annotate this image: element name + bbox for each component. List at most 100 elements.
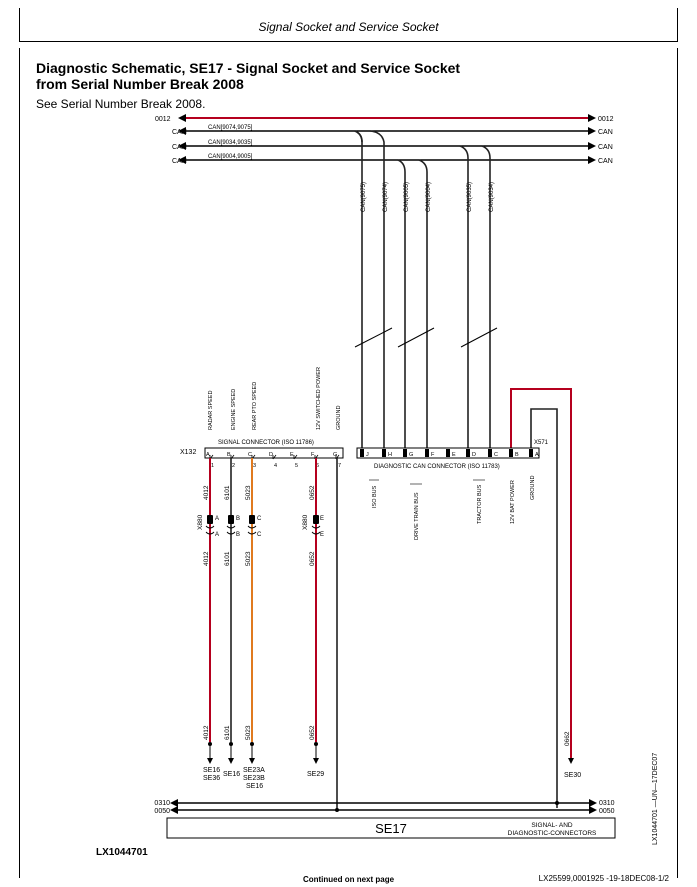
diag-label-ground: GROUND <box>530 476 536 500</box>
x132-pin-1: 1 <box>211 463 214 469</box>
dest-4012-2: SE36 <box>203 775 220 782</box>
can-wire-label-9005: CAN(9005) <box>404 182 410 212</box>
bus-0050-left: 0050 <box>154 808 170 815</box>
x571-pin-g: G <box>409 452 413 458</box>
can-wire-9034 <box>481 145 491 452</box>
x132-pin-4: 4 <box>274 463 277 469</box>
can-wire-9035 <box>459 145 469 452</box>
x880-pin-a-top: A <box>215 516 219 522</box>
diag-label-iso-bus: ISO BUS <box>372 485 378 508</box>
wire-label-0662-bottom: 0662 <box>564 731 571 746</box>
bus-can-3-left: CAN <box>172 158 187 165</box>
bus-can-1-left: CAN <box>172 129 187 136</box>
diagram-title: Diagnostic Schematic, SE17 - Signal Sock… <box>36 60 460 92</box>
header-rule-bottom <box>19 41 678 42</box>
side-reference: LX1044701 —UN—17DEC07 <box>652 752 659 845</box>
x132-body <box>204 447 344 459</box>
signal-label-engine: ENGINE SPEED <box>231 389 237 430</box>
bus-can-3-label: CAN[9004,9005] <box>208 154 253 160</box>
destination-labels: SE16 SE36 SE16 SE23A SE23B SE16 SE29 SE3… <box>203 767 581 790</box>
dest-0652: SE29 <box>307 771 324 778</box>
bus-0050: 0050 0050 <box>154 806 615 815</box>
wire-label-4012-a: 4012 <box>203 485 210 500</box>
x880-pin-b-bottom: B <box>236 532 240 538</box>
can-wire-9004 <box>418 159 428 452</box>
can-wire-label-9004: CAN(9004) <box>426 182 432 212</box>
x880-pin-c-top: C <box>257 516 262 522</box>
header-rule-right <box>677 8 678 42</box>
x880-label-right: X880 <box>302 514 309 530</box>
x880-label-left: X880 <box>197 514 204 530</box>
x571-pin-e: E <box>452 452 456 458</box>
document-reference: LX25599,0001925 -19-18DEC08-1/2 <box>538 874 669 883</box>
wire-label-5023-c: 5023 <box>245 725 252 740</box>
bus-0012-left-label: 0012 <box>155 116 171 123</box>
bus-0012-arrow-left <box>178 114 186 122</box>
x132-pin-7: 7 <box>338 463 341 469</box>
signal-wires <box>209 458 338 810</box>
block-se17-name: SE17 <box>375 821 407 836</box>
x571-label: X571 <box>534 440 549 446</box>
x132-pin-g: G <box>333 452 337 458</box>
bus-0310-right: 0310 <box>599 800 615 807</box>
x132-pin-d: D <box>269 452 273 458</box>
x571-pin-b: B <box>515 452 519 458</box>
x132-pin-f: F <box>311 452 315 458</box>
x571-pin-c: C <box>494 452 498 458</box>
dest-0662: SE30 <box>564 772 581 779</box>
x880-pin-b-top: B <box>236 516 240 522</box>
wire-label-6101-c: 6101 <box>224 725 231 740</box>
ground-junction-right <box>555 801 559 805</box>
block-se17-desc-1: SIGNAL- AND <box>531 822 572 829</box>
x880-pin-e-bottom: E <box>320 532 324 538</box>
wire-label-6101-a: 6101 <box>224 485 231 500</box>
dest-6101: SE16 <box>223 771 240 778</box>
x132-pin-a: A <box>206 452 210 458</box>
diagram-title-line2: from Serial Number Break 2008 <box>36 76 244 92</box>
bus-0012: 0012 0012 <box>155 114 614 123</box>
connector-x132: X132 SIGNAL CONNECTOR (ISO 11786) A B C … <box>180 440 344 469</box>
wire-label-5023-b: 5023 <box>245 551 252 566</box>
wire-label-0652-b: 0652 <box>309 551 316 566</box>
diagram-subtitle: See Serial Number Break 2008. <box>36 97 206 111</box>
block-se17: SE17 SIGNAL- AND DIAGNOSTIC-CONNECTORS <box>166 817 616 839</box>
x571-pin-h: H <box>388 452 392 458</box>
bus-can-3-right: CAN <box>598 158 613 165</box>
wire-label-0652-c: 0652 <box>309 725 316 740</box>
x132-title: SIGNAL CONNECTOR (ISO 11786) <box>218 440 314 446</box>
diag-label-drive-train: DRIVE TRAIN BUS <box>414 492 420 540</box>
dest-5023-1: SE23A <box>243 767 265 774</box>
can-wire-twist-marks <box>354 327 498 348</box>
wire-label-4012-b: 4012 <box>203 551 210 566</box>
x571-pin-f: F <box>431 452 435 458</box>
x132-pin-c: C <box>248 452 252 458</box>
connector-x880: X880 X880 A B C E A B C E <box>197 514 324 538</box>
bus-can-2-label: CAN[9034,9035] <box>208 140 253 146</box>
bus-can-1: CAN CAN CAN[9074,9075] <box>172 125 613 136</box>
diag-label-tractor-bus: TRACTOR BUS <box>477 484 483 524</box>
can-wire-label-9034: CAN(9034) <box>489 182 495 212</box>
dest-5023-3: SE16 <box>246 783 263 790</box>
bus-can-3: CAN CAN CAN[9004,9005] <box>172 154 613 165</box>
wire-label-0652-a: 0652 <box>309 485 316 500</box>
x132-pin-e: E <box>290 452 294 458</box>
page-frame-right <box>677 48 678 878</box>
diagram-title-line1: Diagnostic Schematic, SE17 - Signal Sock… <box>36 60 461 76</box>
signal-label-12v: 12V SWITCHED POWER <box>316 367 322 430</box>
wire-label-6101-b: 6101 <box>224 551 231 566</box>
can-wire-label-9074: CAN(9074) <box>383 182 389 212</box>
can-wire-label-9075: CAN(9075) <box>361 182 367 212</box>
bus-0310: 0310 0310 <box>154 799 615 807</box>
x880-pin-c-bottom: C <box>257 532 262 538</box>
ground-junction-left <box>335 808 339 812</box>
wire-0662-loop: 0662 <box>510 388 572 808</box>
bus-can-1-label: CAN[9074,9075] <box>208 125 253 131</box>
can-wire-labels: CAN(9075) CAN(9074) CAN(9005) CAN(9004) … <box>361 182 495 212</box>
x571-pin-a: A <box>535 452 539 458</box>
page-frame-left <box>19 48 20 878</box>
can-drop-wires <box>354 130 491 452</box>
wire-label-4012-c: 4012 <box>203 725 210 740</box>
diag-label-12v-bat: 12V BAT POWER <box>510 480 516 524</box>
continued-note: Continued on next page <box>302 875 395 884</box>
